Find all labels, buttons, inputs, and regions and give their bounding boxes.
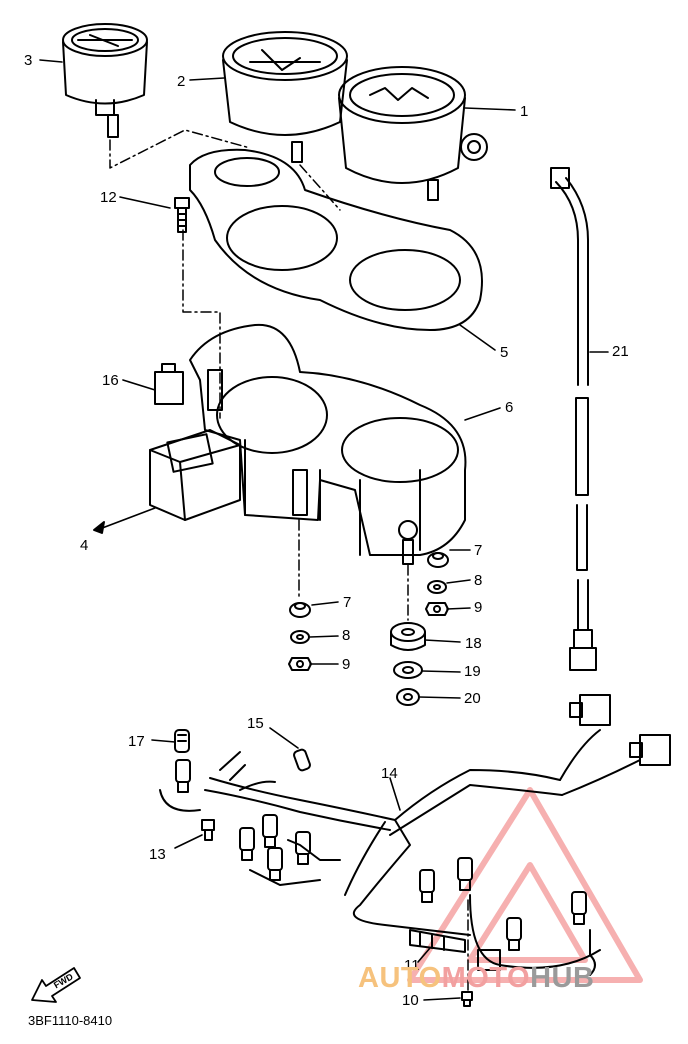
bulb-socket-icon [506,917,522,951]
washer-8-icon [427,580,447,594]
connector-icon [569,694,611,726]
connector-icon [629,734,671,766]
callout-2: 2 [177,73,186,90]
bulb-socket-icon [262,814,278,848]
forward-arrow-icon: FWD [31,967,81,1003]
callout-11: 11 [404,957,420,974]
callout-9-left: 9 [342,656,351,673]
screw-13-icon [201,819,215,841]
connector-icon [477,949,501,971]
callout-17: 17 [128,733,145,750]
callout-10: 10 [402,992,419,1009]
watermark-text: AUTOMOTOHUB [358,962,594,995]
bulb-15-icon [293,748,311,772]
callout-20: 20 [464,690,481,707]
washer-19-icon [393,661,423,679]
callout-3: 3 [24,52,33,69]
bulb-socket-icon [295,831,311,865]
speedometer-cable-21-icon [550,167,597,671]
callout-12: 12 [100,189,117,206]
callout-6: 6 [505,399,514,416]
grommet-7-icon [427,552,449,568]
callout-14: 14 [381,765,398,782]
grommet-7-icon [289,602,311,618]
bulb-17-icon [174,729,190,753]
callout-4: 4 [80,537,89,554]
bulb-socket-icon [175,759,191,793]
meter-housing-6-icon [189,323,467,565]
callout-21: 21 [612,343,629,360]
meter-bracket-5-icon [189,148,483,331]
screw-10-icon [461,991,473,1007]
socket-11-icon [409,929,466,953]
bulb-socket-icon [419,869,435,903]
bulb-socket-icon [457,857,473,891]
damper-18-icon [390,622,426,651]
callout-8-left: 8 [342,627,351,644]
meter-3-icon [62,23,148,138]
drawing-code: 3BF1110-8410 [28,1013,113,1028]
callout-13: 13 [149,846,166,863]
relay-16-icon [154,363,184,405]
nut-9-icon [425,602,449,616]
callout-15: 15 [247,715,264,732]
screw-12-icon [174,197,190,233]
meter-2-icon [222,31,348,163]
callout-8-right: 8 [474,572,483,589]
collar-20-icon [396,688,420,706]
nut-9-icon [288,657,312,671]
callout-16: 16 [102,372,119,389]
callout-9-right: 9 [474,599,483,616]
callout-1: 1 [520,103,529,120]
bulb-socket-icon [267,847,283,881]
callout-18: 18 [465,635,482,652]
callout-5: 5 [500,344,509,361]
watermark-part-3: HUB [530,962,595,994]
washer-8-icon [290,630,310,644]
watermark-part-2: MOTO [441,962,531,994]
callout-7-left: 7 [343,594,352,611]
watermark-logo-icon [407,787,643,983]
indicator-unit-4-icon [149,429,241,521]
watermark-part-1: AUTO [358,962,442,994]
callout-7-right: 7 [474,542,483,559]
callout-19: 19 [464,663,481,680]
meter-1-icon [338,66,488,201]
bulb-socket-icon [571,891,587,925]
bulb-socket-icon [239,827,255,861]
